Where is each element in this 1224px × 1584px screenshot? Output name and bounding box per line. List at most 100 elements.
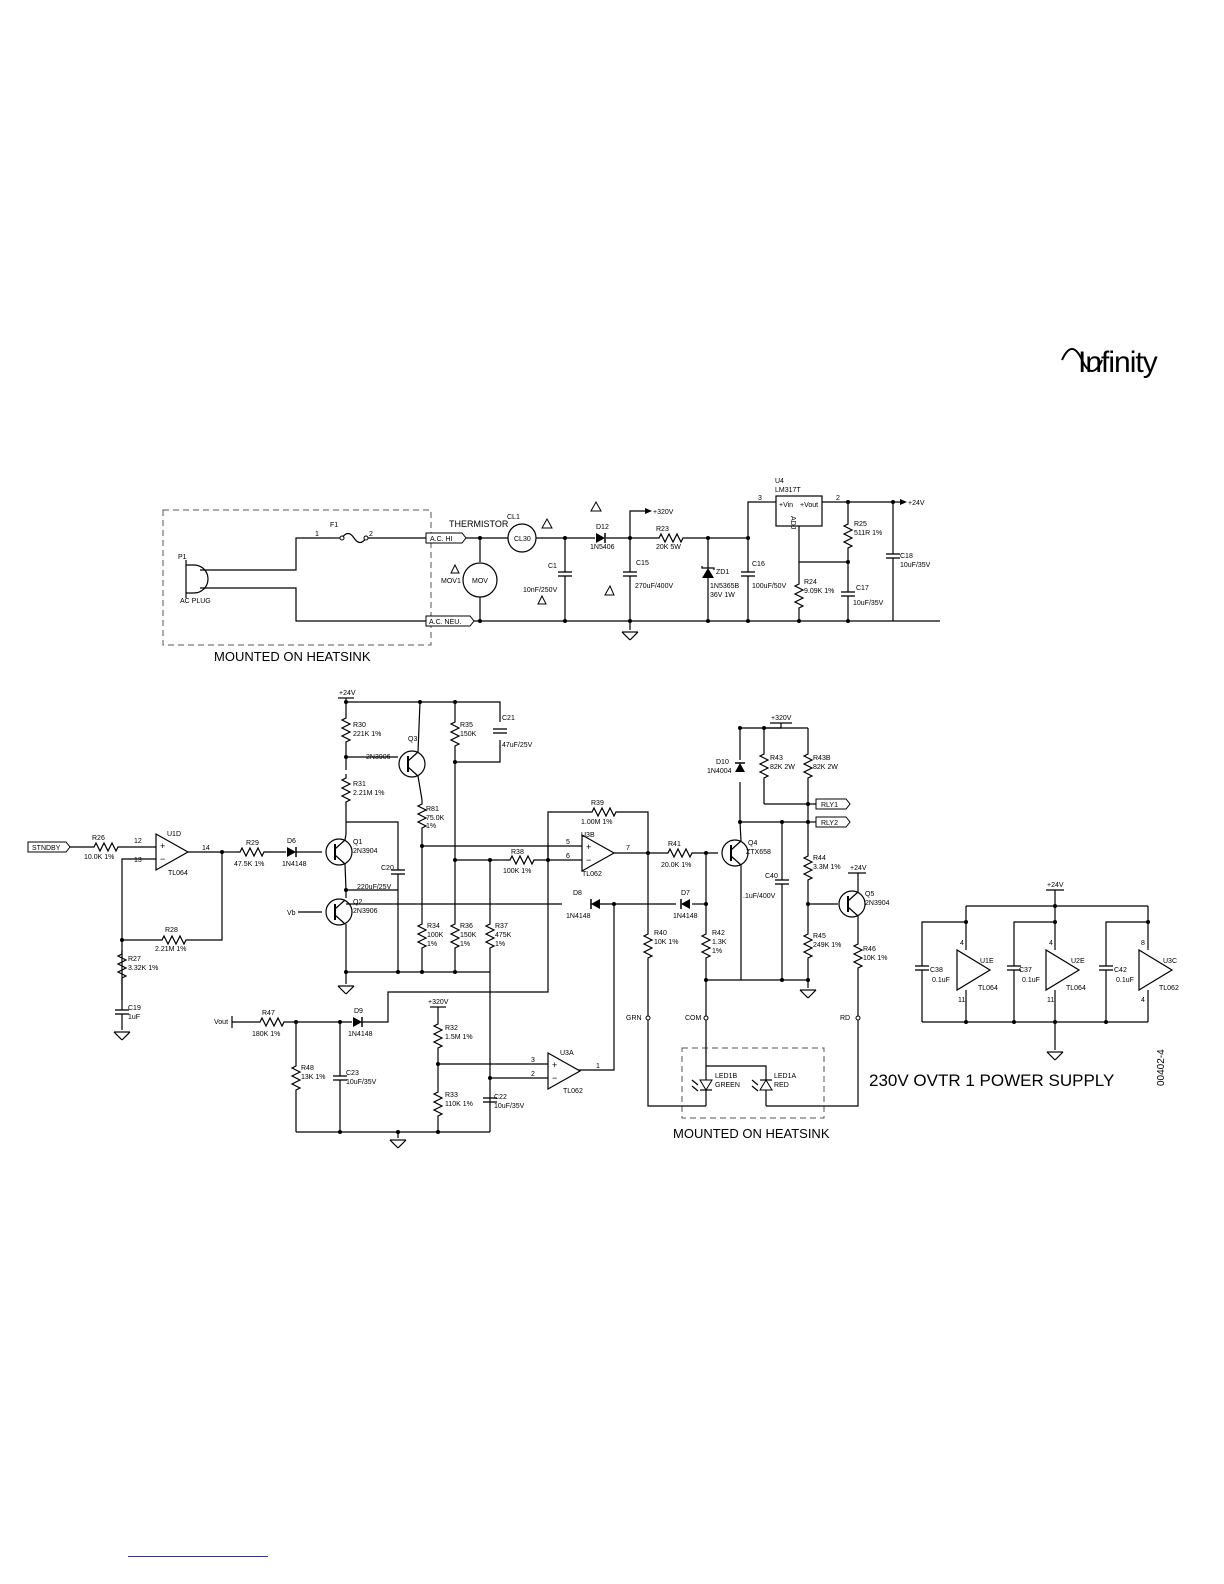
c16-label: C16 [752, 561, 765, 568]
thermistor-cl1: CL30 CL1 [507, 514, 553, 553]
u3a-value: TL062 [563, 1088, 583, 1095]
diode-d12: D12 1N5406 [590, 500, 615, 551]
diode-d8: D8 1N4148 [566, 890, 601, 920]
c15-label: C15 [636, 560, 649, 567]
cap-c42: C42 0.1uF [1098, 921, 1148, 1022]
cap-c37: C37 0.1uF [1006, 921, 1055, 1022]
rly1-label: RLY1 [821, 802, 838, 809]
net-rly1-flag: RLY1 [815, 798, 851, 810]
resistor-r24: R24 9.09K 1% [794, 562, 834, 621]
resistor-r31: R31 2.21M 1% [341, 773, 385, 807]
r25-value: 511R 1% [854, 530, 882, 537]
net-rly2-flag: RLY2 [815, 816, 851, 828]
c17-value: 10uF/35V [853, 600, 884, 607]
zd1-label: ZD1 [716, 569, 729, 576]
p1-label: P1 [178, 554, 187, 561]
q4-label: Q4 [748, 840, 757, 847]
r81-value2: 1% [426, 823, 436, 830]
warning-icon [537, 594, 547, 605]
q5-value: 2N3904 [865, 900, 890, 907]
p320-bottom-label: +320V [428, 999, 449, 1006]
c23-value: 10uF/35V [346, 1079, 377, 1086]
r37-value: 475K [495, 932, 512, 939]
r46-value: 10K 1% [863, 955, 888, 962]
warning-icon [541, 517, 553, 529]
opamp-u2e: U2E TL064 4 11 [1045, 940, 1086, 1004]
r45-label: R45 [813, 933, 826, 940]
resistor-r26: R26 10.0K 1% [84, 835, 123, 861]
thermistor-label: THERMISTOR [449, 519, 509, 529]
diode-d6: D6 1N4148 [282, 838, 307, 868]
q4-value: ZTX658 [746, 849, 771, 856]
u1d-label: U1D [167, 831, 181, 838]
footer-link-underline[interactable] [128, 1556, 268, 1557]
mov1: MOV MOV1 [441, 538, 498, 621]
r29-value: 47.5K 1% [234, 861, 264, 868]
u4-vout: +Vout [800, 502, 818, 509]
r46-label: R46 [863, 946, 876, 953]
opamp-u1e: U1E TL064 4 11 [956, 940, 998, 1004]
r31-label: R31 [353, 781, 366, 788]
u3c-pin4: 4 [1141, 997, 1145, 1004]
q3-label: Q3 [408, 736, 417, 743]
r81-label: R81 [426, 806, 439, 813]
led1b-value: GREEN [715, 1082, 740, 1089]
rly2-label: RLY2 [821, 820, 838, 827]
zener-zd1: ZD1 1N5365B 36V 1W [701, 538, 740, 621]
r24-value: 9.09K 1% [804, 588, 834, 595]
resistor-r30: R30 221K 1% [341, 702, 381, 747]
p24-mid-label: +24V [339, 690, 356, 697]
r24-label: R24 [804, 579, 817, 586]
p24-decoupling-label: +24V [1047, 882, 1064, 889]
vout-label: Vout [214, 1019, 228, 1026]
cap-c15: C15 270uF/400V [604, 538, 673, 641]
resistor-r43: R43 82K 2W [759, 728, 795, 804]
transistor-q4: Q4 ZTX658 [721, 839, 771, 867]
c38-label: C38 [930, 967, 943, 974]
warning-icon [450, 563, 460, 574]
resistor-r33: R33 110K 1% [433, 1087, 473, 1132]
r42-value: 1.3K [712, 939, 727, 946]
heatsink-boundary-top [162, 509, 432, 646]
cap-c23: C23 10uF/35V [332, 1022, 377, 1132]
r39-value: 1.00M 1% [581, 819, 613, 826]
u4-pin3: 3 [758, 495, 762, 502]
c22-label: C22 [494, 1094, 507, 1101]
d7-value: 1N4148 [673, 913, 698, 920]
resistor-r34: R34 100K 1% [417, 919, 444, 972]
u3a-pin3: 3 [531, 1057, 535, 1064]
resistor-r27: R27 3.32K 1% [117, 949, 158, 983]
net-ac-neu-flag: A.C. NEU. [425, 615, 475, 627]
f1-pin2: 2 [369, 531, 373, 538]
u1d-value: TL064 [168, 870, 188, 877]
resistor-r48: R48 13K 1% [291, 1022, 326, 1132]
resistor-r28: R28 2.21M 1% [155, 927, 191, 953]
u1e-label: U1E [980, 958, 994, 965]
resistor-r36: R36 150K 1% [450, 919, 477, 972]
r25-label: R25 [854, 521, 867, 528]
diode-d10: D10 1N4004 [707, 759, 746, 775]
r48-label: R48 [301, 1065, 314, 1072]
com-label: COM [685, 1015, 702, 1022]
cap-c22: C22 10uF/35V [482, 1094, 525, 1110]
r44-value: 3.3M 1% [813, 864, 841, 871]
u2e-label: U2E [1071, 958, 1085, 965]
u4-adj: ADJ [789, 516, 796, 529]
ac-plug-p1: P1 AC PLUG [178, 554, 211, 605]
u3b-pin5: 5 [566, 839, 570, 846]
svg-text:+: + [586, 842, 591, 852]
c21-value: 47uF/25V [502, 742, 533, 749]
c23-label: C23 [346, 1070, 359, 1077]
r27-value: 3.32K 1% [128, 965, 158, 972]
u2e-value: TL064 [1066, 985, 1086, 992]
r37-value2: 1% [495, 941, 505, 948]
opamp-u3b: + − U3B TL062 5 6 7 [566, 832, 630, 878]
c19-value: 1uF [128, 1014, 140, 1021]
r45-value: 249K 1% [813, 942, 841, 949]
transistor-q5: Q5 2N3904 [838, 890, 890, 918]
ac-neu-label: A.C. NEU. [429, 619, 461, 626]
d10-label: D10 [716, 759, 729, 766]
r44-label: R44 [813, 855, 826, 862]
cap-c21: C21 47uF/25V [492, 715, 533, 749]
heatsink-note-bottom: MOUNTED ON HEATSINK [673, 1126, 830, 1141]
